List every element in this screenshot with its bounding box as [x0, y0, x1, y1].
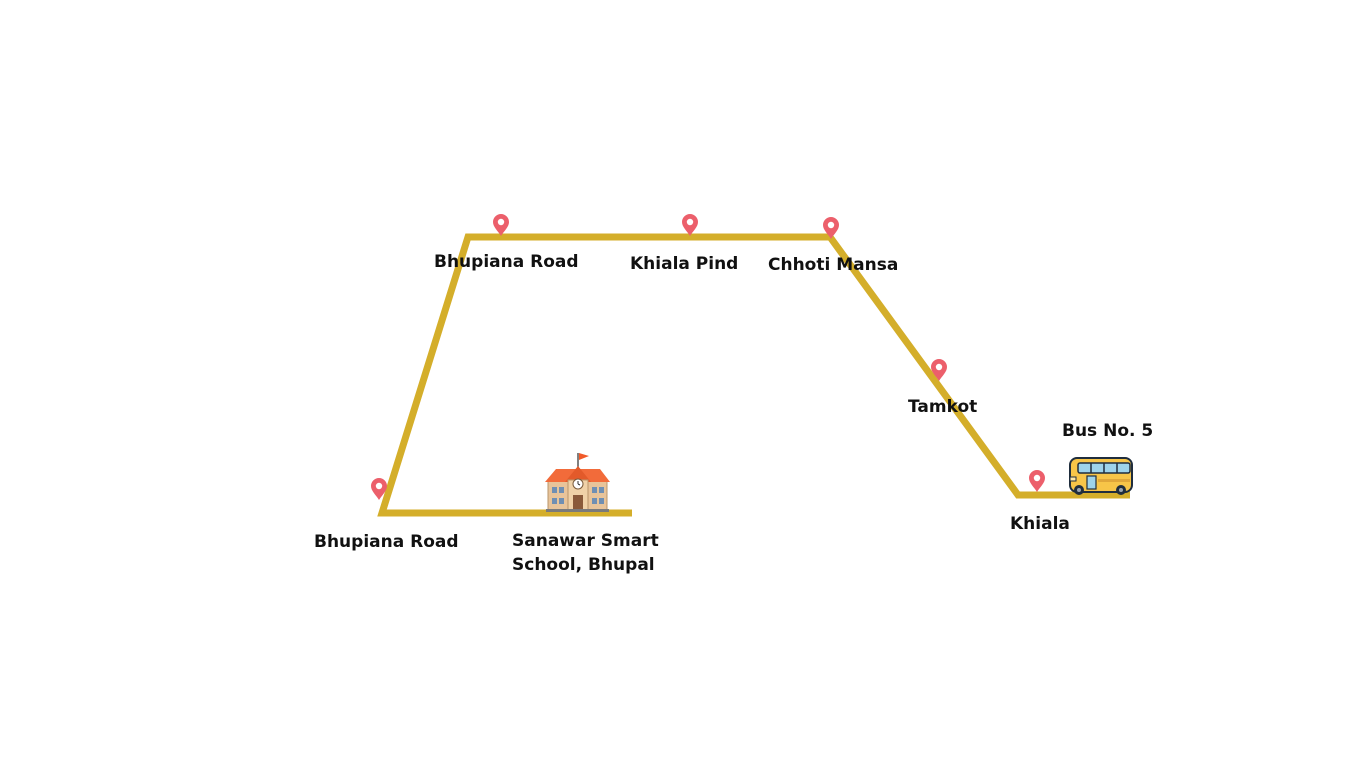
- map-pin-icon[interactable]: [493, 214, 509, 236]
- school-building-icon: [545, 453, 610, 512]
- stop-label-tamkot: Tamkot: [908, 397, 977, 417]
- stop-label-bhupiana-road-start: Bhupiana Road: [314, 532, 459, 552]
- stop-label-bhupiana-road-top: Bhupiana Road: [434, 252, 579, 272]
- map-pin-icon[interactable]: [682, 214, 698, 236]
- stop-label-khiala-pind: Khiala Pind: [630, 254, 738, 274]
- stop-label-khiala: Khiala: [1010, 514, 1070, 534]
- map-pin-icon[interactable]: [823, 217, 839, 239]
- map-pin-icon[interactable]: [371, 478, 387, 500]
- bus-label: Bus No. 5: [1062, 421, 1153, 441]
- map-pin-icon[interactable]: [931, 359, 947, 381]
- school-name-line1: Sanawar Smart: [512, 531, 659, 551]
- stop-label-chhoti-mansa: Chhoti Mansa: [768, 255, 898, 275]
- school-name-line2: School, Bhupal: [512, 555, 655, 575]
- route-line: [377, 233, 1130, 517]
- map-pin-icon[interactable]: [1029, 470, 1045, 492]
- bus-icon[interactable]: [1069, 457, 1133, 495]
